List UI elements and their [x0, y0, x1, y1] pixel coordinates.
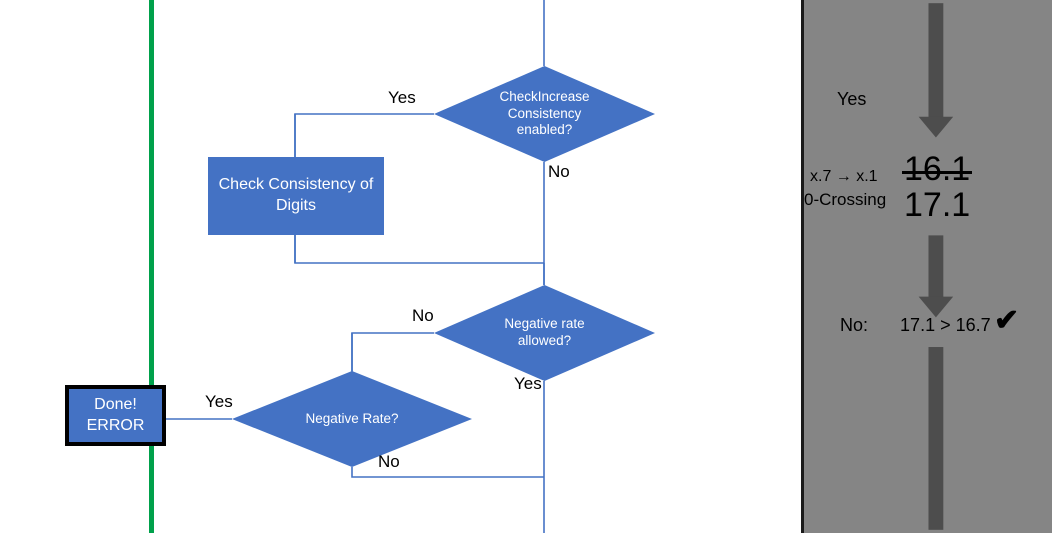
panel-result-prefix: No:	[840, 315, 869, 335]
decision-label-line-2: allowed?	[517, 333, 572, 348]
arrow-shaft-lower	[928, 347, 944, 530]
terminator-label-line-1: Done!	[94, 395, 137, 413]
edge-label-yes-to-error: Yes	[205, 392, 233, 411]
panel-result-comparison: 17.1 > 16.7	[900, 315, 991, 335]
panel-value-struck-text: 16.1	[901, 150, 973, 188]
panel-value-struck: 16.1	[901, 150, 973, 189]
decision-label-line-1: CheckIncrease	[499, 88, 590, 104]
arrow-head-middle	[918, 296, 954, 318]
arrow-shaft-middle	[928, 235, 944, 300]
edge-label-no-negative-rate: No	[378, 452, 400, 471]
panel-arrows	[918, 3, 954, 530]
edge-label-yes-negative-allowed: Yes	[514, 374, 542, 393]
arrow-shaft-upper	[928, 3, 944, 120]
arrow-head-upper	[918, 116, 954, 138]
process-label-line-2: of Digits	[275, 176, 374, 214]
panel-value-current: 17.1	[904, 186, 971, 224]
decision-label-line-1: Negative Rate?	[305, 410, 399, 426]
green-divider-line	[149, 0, 154, 533]
panel-yes-label: Yes	[837, 89, 867, 109]
decision-label-line-3: enabled?	[516, 122, 573, 138]
terminator-done-error[interactable]: Done! ERROR	[65, 385, 166, 446]
panel-note-rounding: x.7 → x.1	[810, 168, 878, 185]
edge-label-yes-check-increase: Yes	[388, 88, 416, 107]
process-check-consistency-of-digits[interactable]: Check Consistency of Digits	[208, 157, 384, 235]
process-label-line-1: Check Consistency	[218, 176, 356, 194]
check-mark-icon: ✔	[994, 304, 1020, 337]
decision-label-line-2: Consistency	[507, 105, 582, 121]
panel-note-zero-crossing: 0-Crossing	[804, 190, 887, 209]
decision-label-line-1: Negative rate	[504, 316, 585, 332]
edge-label-no-negative-allowed: No	[412, 306, 434, 325]
panel-result-line: No: 17.1 > 16.7	[840, 315, 991, 336]
edge-label-no-check-increase: No	[548, 162, 570, 181]
terminator-label-line-2: ERROR	[86, 416, 145, 434]
connector-no-negative-rate	[351, 467, 544, 478]
annotation-panel: Yes x.7 → x.1 0-Crossing 16.1 17.1 No: 1…	[801, 0, 1052, 533]
